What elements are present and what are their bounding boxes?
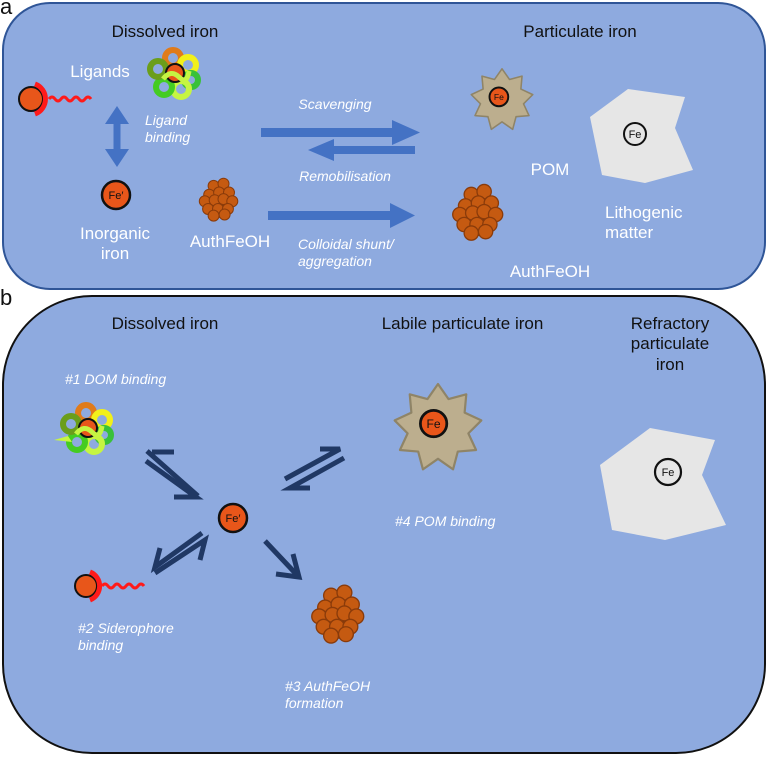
equilibrium-arrow-pom — [280, 446, 346, 491]
ligand-binding-line-2: binding — [145, 128, 191, 145]
ligand-binding-arrow — [105, 106, 129, 167]
dom-complex-icon — [147, 47, 201, 100]
authfeoh-cluster-b — [311, 584, 365, 644]
refractory-line-1: Refractory — [630, 314, 710, 333]
lithogenic-particle-icon: Fe — [590, 89, 693, 183]
fe-symbol-lithogenic-a: Fe — [629, 129, 642, 141]
colloidal-shunt-arrow — [268, 203, 415, 228]
ligands-label: Ligands — [70, 62, 130, 81]
fe-prime-icon-b: Fe′ — [217, 502, 249, 534]
panel-b-labile-header: Labile particulate iron — [381, 314, 544, 333]
scavenging-arrow — [261, 120, 420, 145]
authfeoh-particle — [463, 225, 480, 241]
siderophore-line-2: binding — [78, 636, 124, 653]
authfeoh-formation-arrow — [263, 539, 303, 580]
fe-symbol: Fe — [427, 417, 441, 431]
panel-b-letter: b — [0, 285, 13, 310]
remobilisation-label: Remobilisation — [299, 168, 391, 184]
lithogenic-particle-icon-b: Fe — [600, 428, 726, 540]
panel-a-letter: a — [0, 0, 13, 19]
authfeoh-particle — [337, 626, 355, 643]
authfeoh-particle — [322, 627, 340, 644]
authfeoh-particulate-label: AuthFeOH — [509, 262, 591, 281]
remobilisation-arrow — [308, 139, 415, 161]
ligand-binding-line-1: Ligand — [145, 112, 188, 128]
fe-prime-icon: Fe′ — [100, 179, 132, 211]
authfeoh-formation-line-2: formation — [285, 694, 344, 711]
authfeoh-formation-label: #3 AuthFeOH formation — [285, 678, 425, 712]
authfeoh-particle — [207, 209, 220, 222]
inorganic-iron-line-2: iron — [100, 244, 130, 264]
authfeoh-formation-line-1: #3 AuthFeOH — [285, 678, 371, 694]
authfeoh-small-cluster — [198, 177, 239, 222]
siderophore-icon-b — [74, 569, 146, 603]
scavenging-label: Scavenging — [298, 96, 372, 112]
fe-prime-symbol-b: Fe′ — [226, 513, 241, 525]
dom-complex-icon-b — [54, 402, 114, 455]
panel-a-dissolved-header: Dissolved iron — [111, 22, 219, 41]
siderophore-icon — [18, 81, 93, 117]
fe-icon — [488, 86, 510, 108]
inorganic-iron-label: Inorganic iron — [60, 224, 170, 265]
fe-icon — [419, 409, 449, 439]
inorganic-iron-line-1: Inorganic — [80, 224, 150, 243]
ligand-binding-label: Ligand binding — [145, 112, 205, 146]
colloidal-line-2: aggregation — [298, 252, 372, 269]
authfeoh-particle — [218, 208, 231, 221]
colloidal-line-1: Colloidal shunt/ — [298, 236, 394, 252]
equilibrium-arrow-dom — [144, 449, 204, 500]
pom-label: POM — [530, 160, 570, 179]
fe-prime-symbol: Fe′ — [109, 190, 124, 202]
siderophore-binding-label: #2 Siderophore binding — [78, 620, 218, 654]
pom-particle-icon: Fe — [470, 68, 534, 131]
lithogenic-line-1: Lithogenic — [605, 203, 683, 222]
panel-a-particulate-header: Particulate iron — [523, 22, 637, 41]
panel-b-refractory-header: Refractory particulate iron — [600, 314, 740, 375]
siderophore-line-1: #2 Siderophore — [78, 620, 174, 636]
pom-particle-icon-b: Fe — [393, 382, 483, 471]
colloidal-shunt-label: Colloidal shunt/ aggregation — [298, 236, 428, 270]
lithogenic-line-2: matter — [605, 223, 654, 243]
refractory-line-3: iron — [655, 354, 685, 374]
lithogenic-label: Lithogenic matter — [605, 203, 705, 244]
fe-symbol: Fe — [494, 92, 504, 102]
refractory-line-2: particulate — [630, 334, 710, 354]
fe-symbol-lithogenic-b: Fe — [662, 467, 675, 479]
authfeoh-large-cluster — [452, 183, 504, 241]
authfeoh-dissolved-label: AuthFeOH — [189, 232, 271, 251]
pom-binding-label: #4 POM binding — [395, 513, 496, 529]
dom-binding-label: #1 DOM binding — [65, 371, 167, 387]
equilibrium-arrow-siderophore — [150, 530, 209, 576]
authfeoh-particle — [477, 223, 494, 240]
panel-b-dissolved-header: Dissolved iron — [111, 314, 219, 333]
